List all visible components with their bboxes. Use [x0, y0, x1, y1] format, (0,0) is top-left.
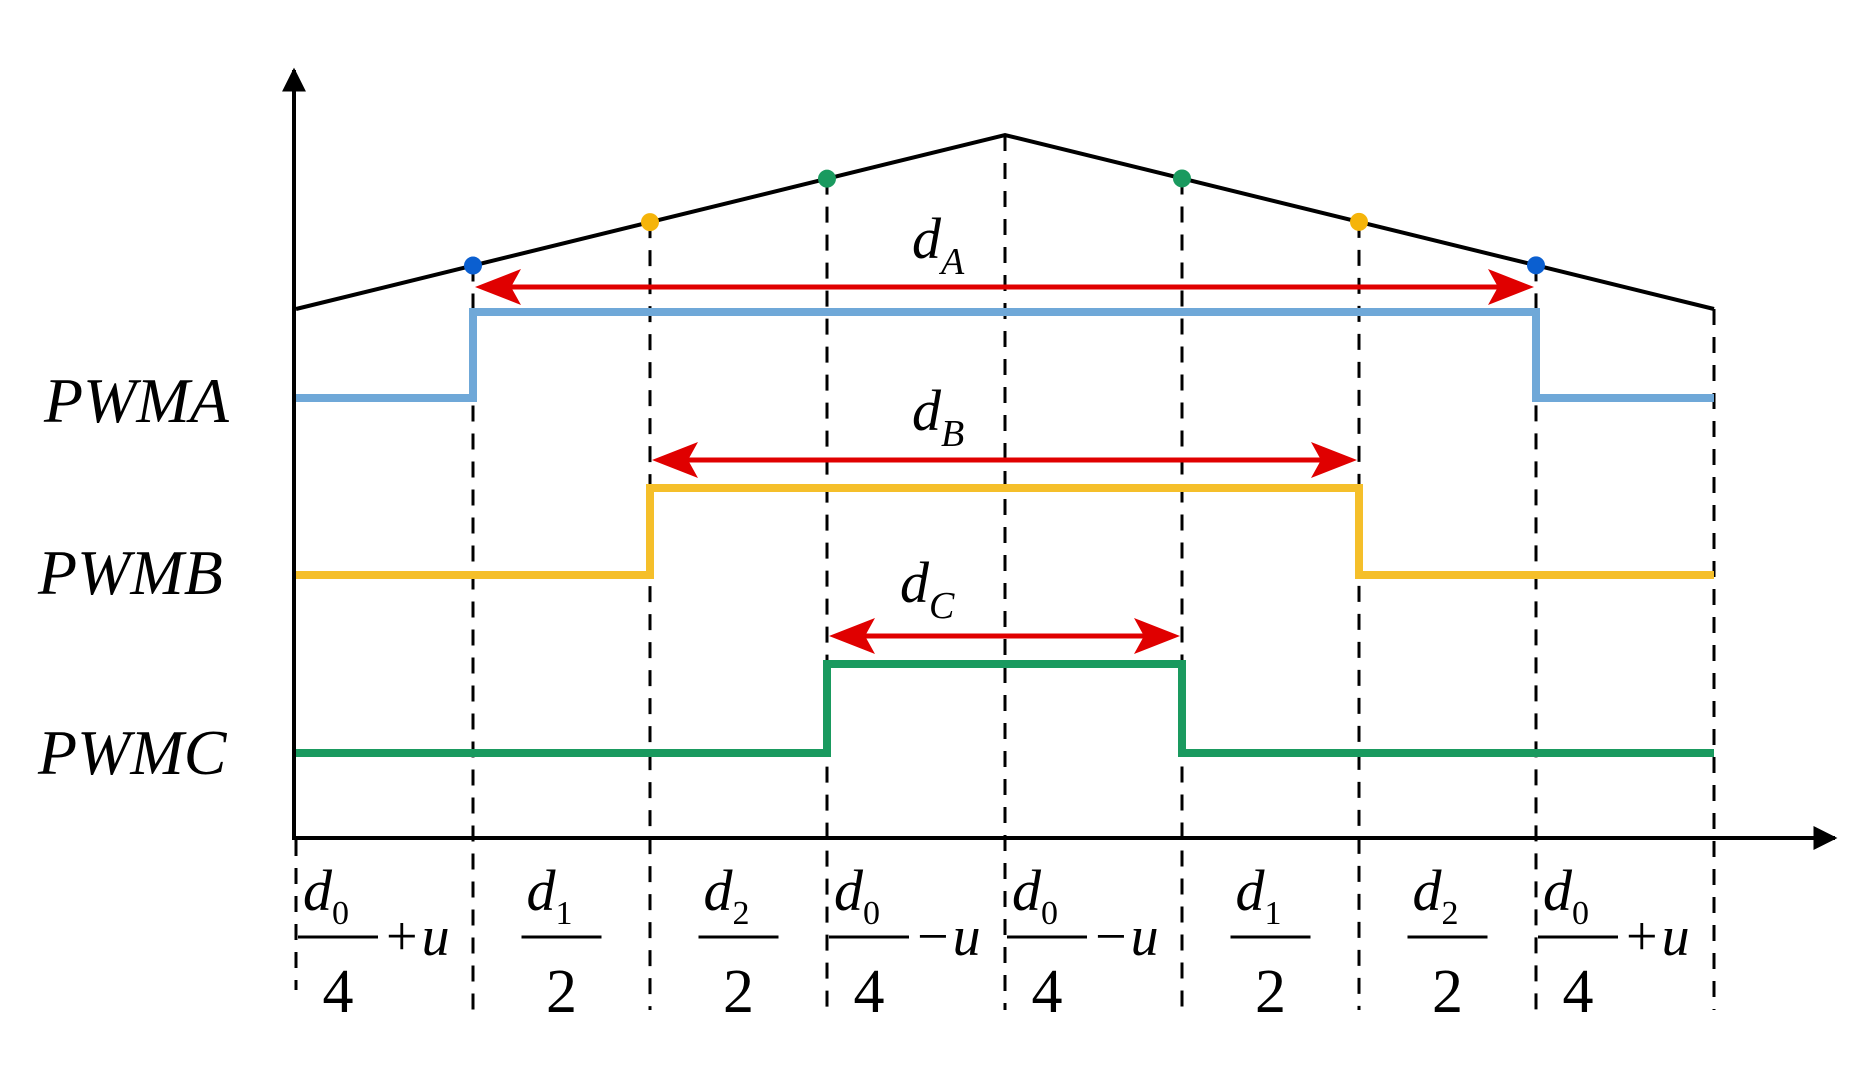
duty-arrows — [475, 269, 1534, 654]
interval-numerator: d1 — [527, 858, 573, 932]
interval-label: d0 4 +u — [1538, 858, 1690, 1026]
duty-label-b-sub: B — [941, 413, 964, 455]
signal-label-b: PWMB — [37, 537, 223, 608]
interval-label: d0 4 −u — [829, 858, 981, 1026]
interval-label: d12 — [521, 858, 602, 1026]
signal-label-c: PWMC — [37, 717, 228, 788]
duty-label-a-main: d — [912, 206, 942, 271]
interval-numerator: d1 — [1236, 858, 1282, 932]
interval-numerator: d0 — [1012, 858, 1058, 932]
interval-denominator: 2 — [546, 958, 577, 1026]
interval-denominator: 4 — [323, 958, 354, 1026]
interval-suffix: −u — [1095, 906, 1159, 968]
duty-labels: dA dB dC — [900, 206, 965, 627]
duty-arrow-c — [829, 618, 1180, 654]
duty-label-c-main: d — [900, 550, 930, 615]
duty-label-b: dB — [912, 378, 964, 455]
crossing-dot — [464, 256, 482, 275]
interval-denominator: 4 — [1032, 958, 1063, 1026]
pwm-signal-a — [296, 308, 1714, 402]
signal-labels: PWMA PWMB PWMC — [37, 365, 230, 788]
interval-denominator: 4 — [1563, 958, 1594, 1026]
interval-suffix: +u — [386, 906, 450, 968]
crossing-dot — [641, 213, 659, 232]
signal-label-a: PWMA — [43, 365, 230, 436]
interval-label: d0 4 +u — [298, 858, 450, 1026]
interval-label: d0 4 −u — [1007, 858, 1159, 1026]
interval-numerator: d0 — [834, 858, 880, 932]
interval-suffix: +u — [1626, 906, 1690, 968]
interval-numerator: d0 — [303, 858, 349, 932]
carrier-triangle-wave — [295, 132, 1715, 311]
crossing-dot — [1173, 169, 1191, 188]
duty-label-a: dA — [912, 206, 965, 283]
duty-label-c: dC — [900, 550, 955, 627]
interval-denominator: 2 — [1255, 958, 1286, 1026]
interval-label: d22 — [1407, 858, 1488, 1026]
time-division-guides — [294, 135, 1716, 1010]
interval-label: d22 — [698, 858, 779, 1026]
duty-label-a-sub: A — [938, 241, 965, 283]
duty-label-c-sub: C — [929, 585, 955, 627]
duty-arrow-a — [475, 269, 1534, 305]
duty-label-b-main: d — [912, 378, 942, 443]
interval-numerator: d2 — [1413, 858, 1459, 932]
interval-numerator: d0 — [1543, 858, 1589, 932]
interval-denominator: 2 — [723, 958, 754, 1026]
pwm-signal-c — [296, 660, 1714, 757]
carrier-crossing-dots — [464, 169, 1545, 275]
interval-denominator: 4 — [854, 958, 885, 1026]
pwm-signal-b — [296, 484, 1714, 579]
crossing-dot — [1527, 256, 1545, 275]
interval-suffix: −u — [917, 906, 981, 968]
pwm-signals — [296, 308, 1714, 757]
crossing-dot — [818, 169, 836, 188]
interval-denominator: 2 — [1432, 958, 1463, 1026]
interval-numerator: d2 — [704, 858, 750, 932]
interval-label: d12 — [1230, 858, 1311, 1026]
duty-arrow-b — [652, 442, 1357, 478]
crossing-dot — [1350, 212, 1368, 231]
